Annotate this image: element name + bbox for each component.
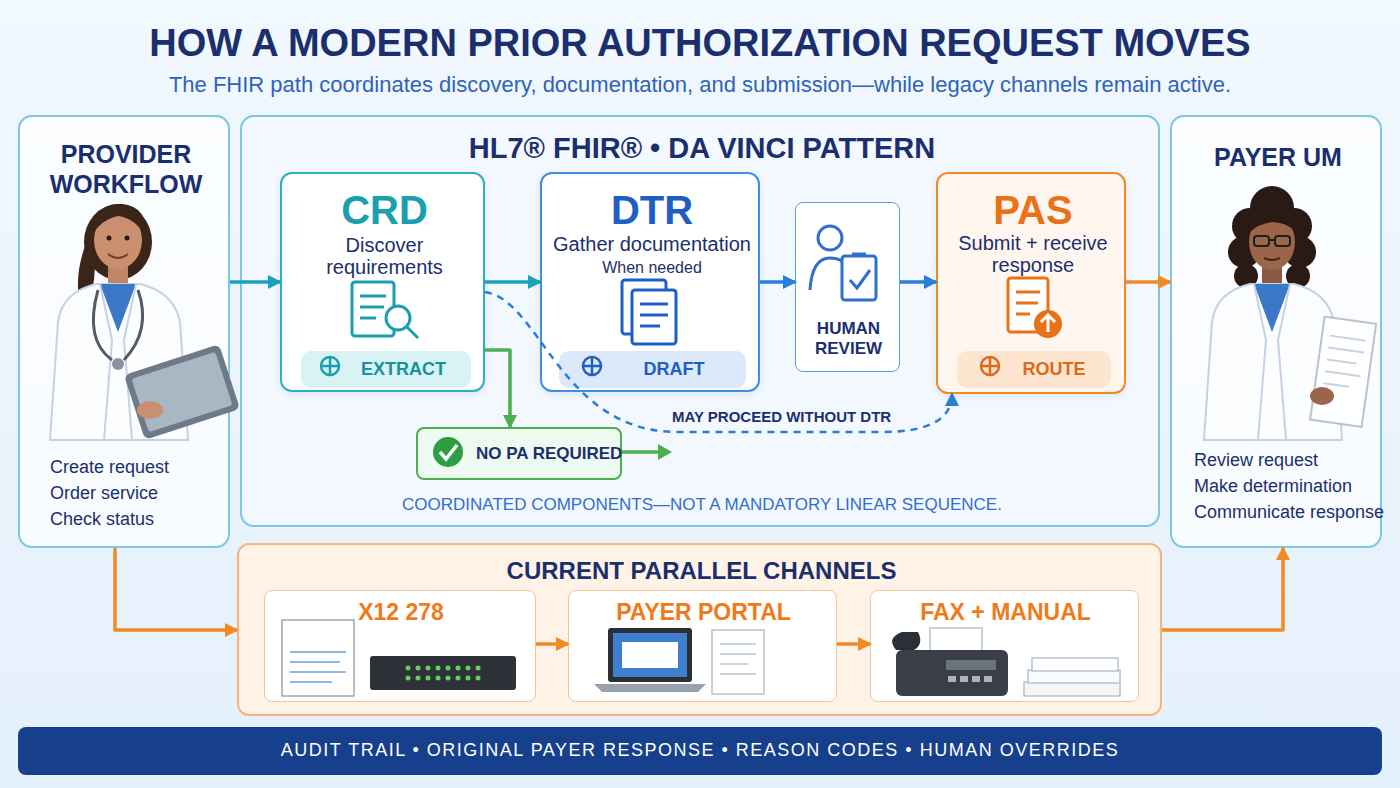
node-heading: DTR <box>542 186 762 234</box>
actor-panel: PROVIDER WORKFLOW Create requestOrder ser… <box>18 115 230 548</box>
node-heading: PAS <box>938 186 1128 234</box>
body-text: Communicate response <box>1194 502 1382 524</box>
ai-pill: DRAFT <box>559 351 746 388</box>
body-text: Make determination <box>1194 476 1382 498</box>
ai-pill: ROUTE <box>957 351 1111 388</box>
channel-box: PAYER PORTAL <box>568 590 837 702</box>
process-box: PASSubmit + receive responseROUTE <box>936 172 1126 394</box>
channel-box: FAX + MANUAL <box>870 590 1139 702</box>
outcome-box: NO PA REQUIRED <box>416 427 622 480</box>
review-box: HUMAN REVIEW <box>795 202 900 372</box>
node-heading: HL7® FHIR® • DA VINCI PATTERN <box>242 131 1162 166</box>
node-heading: PROVIDER WORKFLOW <box>20 139 232 199</box>
body-text: COORDINATED COMPONENTS—NOT A MANDATORY L… <box>242 495 1162 515</box>
flow-arrow <box>115 548 237 630</box>
flow-arrow <box>1162 548 1283 630</box>
edge-label: MAY PROCEED WITHOUT DTR <box>672 408 891 425</box>
node-heading: PAYER UM <box>1172 142 1384 172</box>
node-heading: EXTRACT <box>341 359 466 381</box>
node-heading: FAX + MANUAL <box>871 599 1140 627</box>
body-text: X12 278 <box>289 631 365 647</box>
footer-text: AUDIT TRAIL • ORIGINAL PAYER RESPONSE • … <box>18 740 1382 762</box>
node-heading: DRAFT <box>614 359 734 381</box>
node-heading: CRD <box>282 186 487 234</box>
body-text: Order service <box>50 483 230 505</box>
body-text: Check status <box>50 509 230 531</box>
channel-box: X12 278X12 278 <box>264 590 536 702</box>
actor-panel: PAYER UM Review requestMake determination… <box>1170 115 1382 548</box>
diagram-title: HOW A MODERN PRIOR AUTHORIZATION REQUEST… <box>0 22 1400 65</box>
channel-band: CURRENT PARALLEL CHANNELSX12 278X12 278P… <box>237 543 1162 716</box>
body-text: When needed <box>542 258 762 277</box>
node-heading: ROUTE <box>1009 359 1099 381</box>
node-heading: PAYER PORTAL <box>569 599 838 627</box>
diagram-caption: The FHIR path coordinates discovery, doc… <box>0 72 1400 98</box>
process-box: CRDDiscover requirementsEXTRACT <box>280 172 485 392</box>
process-box: DTRGather documentationWhen neededDRAFT <box>540 172 760 392</box>
ai-pill: EXTRACT <box>301 351 471 388</box>
node-heading: CURRENT PARALLEL CHANNELS <box>239 557 1164 586</box>
body-text: Submit + receive response <box>948 232 1118 276</box>
body-text: Discover requirements <box>302 234 467 278</box>
fhir-group: HL7® FHIR® • DA VINCI PATTERN COORDINATED… <box>240 115 1160 527</box>
footer-bar: AUDIT TRAIL • ORIGINAL PAYER RESPONSE • … <box>18 727 1382 775</box>
node-heading: HUMAN REVIEW <box>796 319 901 358</box>
node-heading: NO PA REQUIRED <box>476 444 622 464</box>
body-text: Review request <box>1194 450 1382 472</box>
body-text: Create request <box>50 457 230 479</box>
node-heading: X12 278 <box>265 599 537 627</box>
body-text: Gather documentation <box>542 232 762 256</box>
